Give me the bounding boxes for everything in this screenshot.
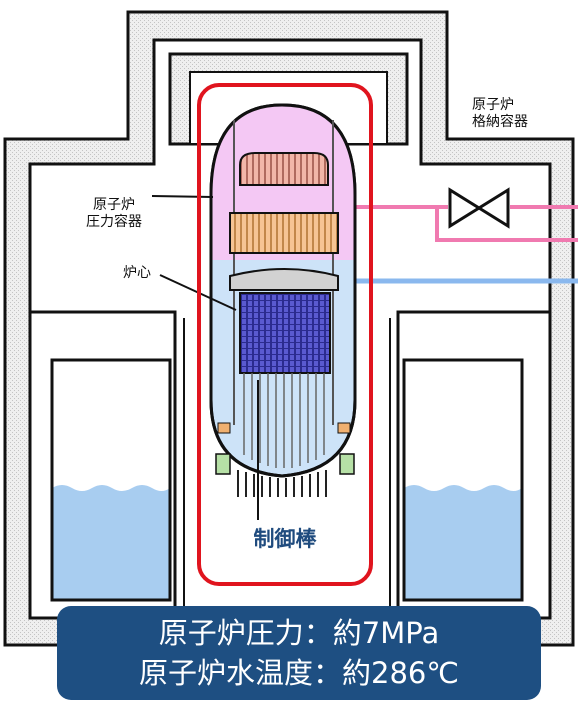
pressure-vessel-label-line2: 圧力容器 [86,214,142,230]
reactor-core [239,292,331,374]
pressure-readout: 原子炉圧力：約7MPa [158,616,440,650]
temperature-readout: 原子炉水温度：約286℃ [139,656,459,690]
control-rod-label: 制御棒 [253,527,317,551]
pressure-vessel [209,103,357,478]
pressure-vessel-label-line1: 原子炉 [93,197,135,213]
containment-label-line2: 格納容器 [472,114,528,130]
highlight-frame [197,83,373,586]
suppression-pool-right [402,358,524,602]
pressure-vessel-leader [151,195,214,198]
containment-label-line1: 原子炉 [472,97,514,113]
status-banner: 原子炉圧力：約7MPa 原子炉水温度：約286℃ [57,606,541,700]
containment-label: 原子炉 格納容器 [472,97,528,131]
core-label: 炉心 [123,265,151,281]
suppression-pool-left [50,358,172,602]
valve-icon [448,187,510,229]
control-rods [237,470,327,497]
pressure-vessel-label: 原子炉 圧力容器 [86,197,142,231]
